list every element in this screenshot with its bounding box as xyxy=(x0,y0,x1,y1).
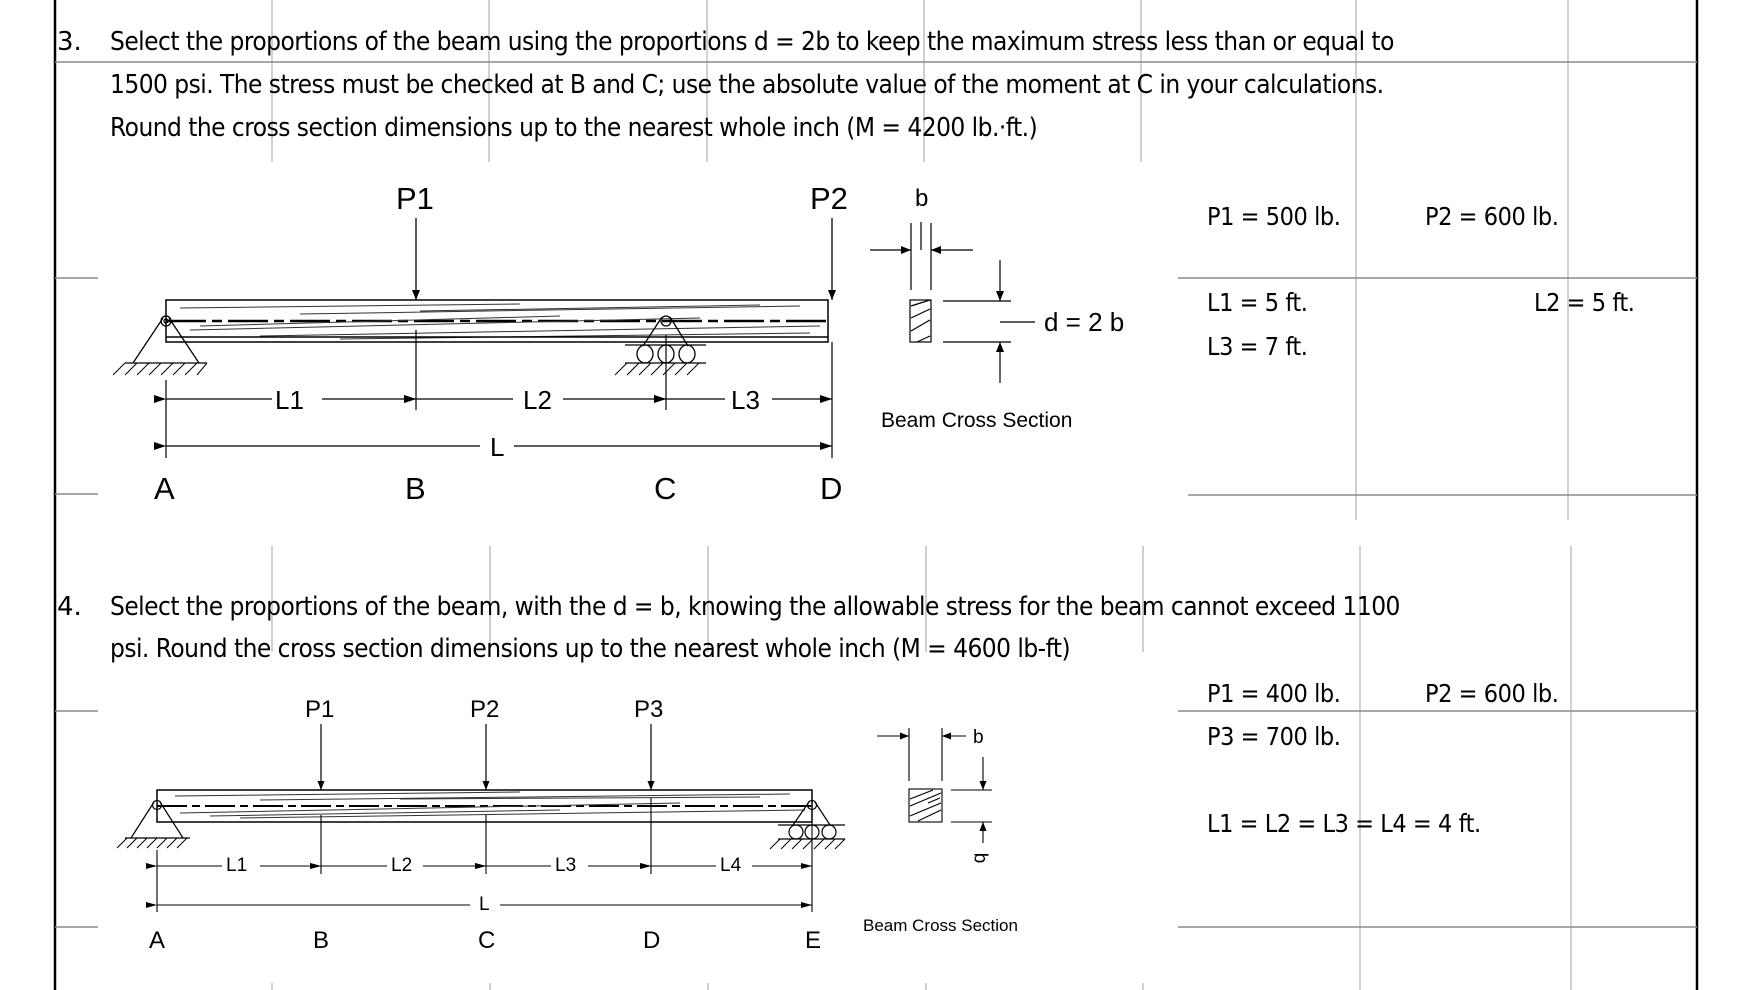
span-label-l1-4: L1 xyxy=(226,855,248,876)
span-label-total-4: L xyxy=(479,894,490,915)
span-label-l2: L2 xyxy=(523,385,552,415)
given-4-p1: P1 = 400 lb. xyxy=(1207,679,1341,708)
point-label-b: B xyxy=(405,471,426,506)
given-3-p2: P2 = 600 lb. xyxy=(1425,202,1559,231)
given-3-l1: L1 = 5 ft. xyxy=(1207,288,1308,317)
point-label-e-4: E xyxy=(805,927,822,954)
problem-3-number: 3. xyxy=(57,27,82,57)
given-3-l2: L2 = 5 ft. xyxy=(1534,288,1635,317)
cross-section-3-depth-label: d = 2 b xyxy=(1044,307,1125,337)
point-label-a-4: A xyxy=(149,927,166,954)
point-label-d-4: D xyxy=(643,927,661,954)
problem-4-line-1: Select the proportions of the beam, with… xyxy=(110,592,1400,622)
span-label-l3: L3 xyxy=(731,385,760,415)
problem-3-line-3: Round the cross section dimensions up to… xyxy=(110,113,1038,143)
cross-section-3 xyxy=(870,222,1035,383)
point-label-b-4: B xyxy=(313,927,330,954)
cross-section-4-width-label: b xyxy=(973,727,984,748)
load-label-p2: P2 xyxy=(810,181,848,216)
given-3-p1: P1 = 500 lb. xyxy=(1207,202,1341,231)
cross-section-4 xyxy=(877,728,992,843)
given-4-lengths: L1 = L2 = L3 = L4 = 4 ft. xyxy=(1207,809,1481,838)
pin-support-a-4 xyxy=(116,799,190,849)
beam-4 xyxy=(156,789,813,823)
load-label-p1-4: P1 xyxy=(305,696,335,723)
cross-section-4-title: Beam Cross Section xyxy=(863,916,1018,935)
span-label-total: L xyxy=(490,432,505,462)
point-label-c-4: C xyxy=(478,927,496,954)
pin-support-a xyxy=(112,315,208,376)
problem-3-line-2: 1500 psi. The stress must be checked at … xyxy=(110,70,1384,100)
span-label-l2-4: L2 xyxy=(391,855,413,876)
load-label-p1: P1 xyxy=(396,181,434,216)
span-label-l1: L1 xyxy=(275,385,304,415)
given-4-p3: P3 = 700 lb. xyxy=(1207,722,1341,751)
cross-section-4-depth-label: b xyxy=(969,852,991,864)
load-label-p2-4: P2 xyxy=(470,696,500,723)
cross-section-3-width-label: b xyxy=(915,185,929,212)
span-label-l4-4: L4 xyxy=(720,855,742,876)
load-label-p3-4: P3 xyxy=(634,696,664,723)
given-4-p2: P2 = 600 lb. xyxy=(1425,679,1559,708)
span-label-l3-4: L3 xyxy=(555,855,577,876)
problem-3-line-1: Select the proportions of the beam using… xyxy=(110,27,1394,57)
cross-section-3-title: Beam Cross Section xyxy=(881,409,1073,432)
given-3-l3: L3 = 7 ft. xyxy=(1207,332,1308,361)
point-label-d: D xyxy=(820,471,843,506)
point-label-a: A xyxy=(154,471,175,506)
beam-3 xyxy=(165,299,829,343)
problem-4-line-2: psi. Round the cross section dimensions … xyxy=(110,634,1071,664)
point-label-c: C xyxy=(654,471,677,506)
problem-4-number: 4. xyxy=(57,592,82,622)
